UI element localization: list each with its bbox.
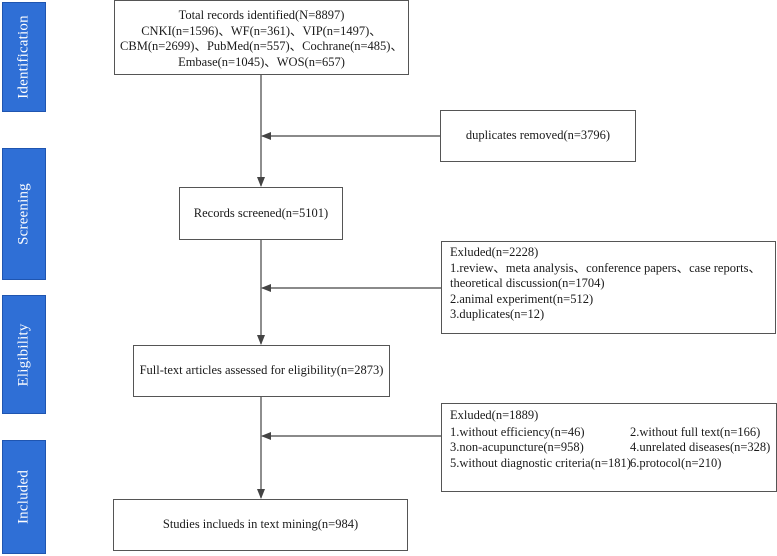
excluded-screening-line: Exluded(n=2228)	[450, 245, 539, 259]
phase-label-identification: Identification	[2, 2, 46, 112]
records-screened-box: Records screened(n=5101)	[179, 187, 343, 240]
studies-included-box: Studies inclueds in text mining(n=984)	[113, 499, 408, 551]
excluded-eligibility-title: Exluded(n=1889)	[450, 408, 539, 422]
studies-included-text: Studies inclueds in text mining(n=984)	[162, 517, 359, 532]
excluded-screening-line: 1.review、meta analysis、conference papers…	[450, 260, 761, 275]
phase-label-identification-text: Identification	[15, 15, 32, 99]
excluded-eligibility-box: Exluded(n=1889) 1.without efficiency(n=4…	[441, 403, 777, 492]
exclusion-reason: 3.non-acupuncture(n=958)	[450, 440, 584, 454]
phase-label-included-text: Included	[15, 469, 32, 525]
records-identified-line: CBM(n=2699)、PubMed(n=557)、Cochrane(n=485…	[120, 39, 403, 53]
records-identified-line: Total records identified(N=8897)	[178, 8, 345, 22]
records-identified-line: CNKI(n=1596)、WF(n=361)、VIP(n=1497)、	[141, 23, 382, 38]
phase-label-screening: Screening	[2, 148, 46, 280]
exclusion-reason: 2.without full text(n=166)	[630, 424, 761, 439]
exclusion-reason: 1.without efficiency(n=46)	[450, 424, 585, 439]
excluded-screening-line: 2.animal experiment(n=512)	[450, 291, 594, 306]
records-identified-box: Total records identified(N=8897) CNKI(n=…	[114, 0, 409, 75]
duplicates-removed-box: duplicates removed(n=3796)	[440, 110, 636, 162]
phase-label-screening-text: Screening	[15, 183, 32, 245]
duplicates-removed-text: duplicates removed(n=3796)	[465, 128, 611, 143]
records-identified-line: Embase(n=1045)、WOS(n=657)	[178, 54, 345, 69]
exclusion-reason: 4.unrelated diseases(n=328)	[630, 440, 771, 454]
excluded-screening-box: Exluded(n=2228) 1.review、meta analysis、c…	[441, 241, 776, 334]
excluded-screening-line: theoretical discussion(n=1704)	[450, 276, 605, 290]
records-screened-text: Records screened(n=5101)	[193, 205, 329, 220]
phase-label-eligibility: Eligibility	[2, 295, 46, 414]
exclusion-reason: 6.protocol(n=210)	[630, 455, 722, 470]
phase-label-eligibility-text: Eligibility	[15, 322, 32, 387]
exclusion-reason: 5.without diagnostic criteria(n=181)	[450, 455, 631, 470]
fulltext-assessed-text: Full-text articles assessed for eligibil…	[139, 363, 384, 378]
fulltext-assessed-box: Full-text articles assessed for eligibil…	[133, 345, 390, 397]
phase-label-included: Included	[2, 440, 46, 554]
excluded-screening-line: 3.duplicates(n=12)	[450, 307, 545, 321]
excluded-eligibility-reasons: 1.without efficiency(n=46) 2.without ful…	[450, 425, 776, 472]
